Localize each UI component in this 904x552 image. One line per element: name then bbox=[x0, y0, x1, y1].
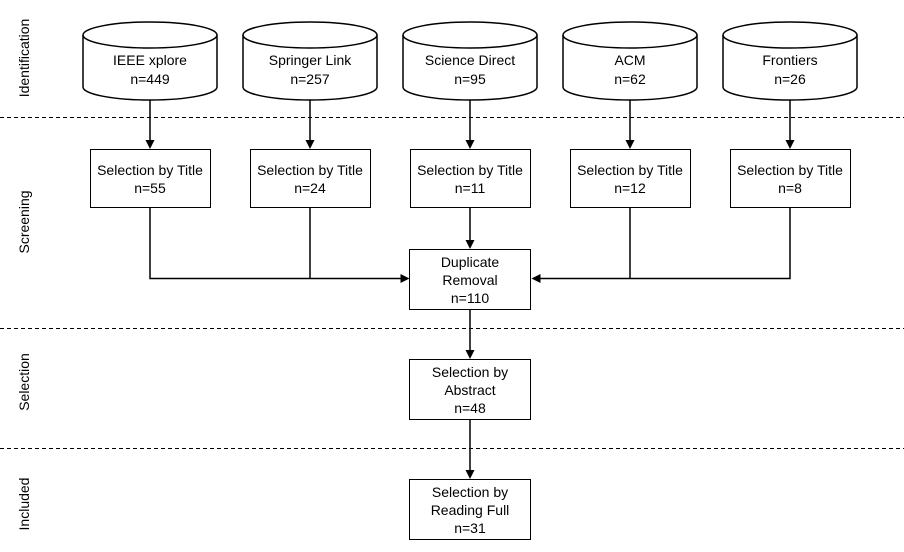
arrowhead-down bbox=[625, 140, 635, 149]
arrowhead-down bbox=[465, 140, 475, 149]
box-label-line2: Reading Full bbox=[430, 501, 510, 518]
flow-arrows bbox=[145, 100, 795, 479]
arrowhead-down bbox=[785, 140, 795, 149]
connector-right-merge bbox=[531, 208, 791, 283]
cylinder-body bbox=[722, 35, 858, 101]
database-count: n=95 bbox=[454, 71, 486, 87]
database-label-frontiers: Frontiers n=26 bbox=[723, 44, 857, 96]
arrowhead-down bbox=[465, 240, 475, 249]
stage-label-selection: Selection bbox=[16, 353, 32, 411]
cylinder-top bbox=[722, 21, 858, 49]
cylinder-top bbox=[242, 21, 378, 49]
arrowhead-down bbox=[305, 140, 315, 149]
cylinder-body bbox=[562, 35, 698, 101]
database-name: Science Direct bbox=[424, 52, 516, 68]
database-count: n=26 bbox=[774, 71, 806, 87]
stage-label-identification: Identification bbox=[16, 18, 32, 98]
arrow-abstract-to-fullreading bbox=[465, 420, 475, 479]
arrow-ieee-to-title bbox=[145, 100, 155, 149]
box-count: n=11 bbox=[454, 179, 486, 196]
box-label: Selection by Title bbox=[417, 161, 523, 178]
arrow-acm-to-title bbox=[625, 100, 635, 149]
arrowhead-left bbox=[531, 274, 541, 283]
stage-label-included: Included bbox=[16, 477, 32, 531]
database-cylinder-acm bbox=[562, 21, 698, 101]
database-label-acm: ACM n=62 bbox=[563, 44, 697, 96]
database-name: Frontiers bbox=[762, 52, 818, 68]
database-cylinder-sciencedirect bbox=[402, 21, 538, 101]
arrowhead-down bbox=[145, 140, 155, 149]
arrow-title-to-duplicate bbox=[465, 208, 475, 249]
stage-label-screening: Screening bbox=[16, 190, 32, 254]
cylinder-top bbox=[562, 21, 698, 49]
cylinder-top bbox=[82, 21, 218, 49]
box-selection-by-title-acm: Selection by Title n=12 bbox=[569, 149, 691, 208]
box-selection-by-title-ieee: Selection by Title n=55 bbox=[89, 149, 211, 208]
database-name: IEEE xplore bbox=[113, 52, 187, 68]
box-count: n=24 bbox=[294, 179, 326, 196]
box-duplicate-removal: Duplicate Removal n=110 bbox=[409, 249, 531, 310]
database-cylinders bbox=[82, 21, 858, 101]
box-label: Selection by Title bbox=[97, 161, 203, 178]
database-cylinder-springer bbox=[242, 21, 378, 101]
database-label-sciencedirect: Science Direct n=95 bbox=[403, 44, 537, 96]
arrow-sciencedirect-to-title bbox=[465, 100, 475, 149]
box-label-line1: Selection by bbox=[431, 483, 509, 500]
database-name: ACM bbox=[614, 52, 646, 68]
arrow-frontiers-to-title bbox=[785, 100, 795, 149]
database-cylinder-ieee bbox=[82, 21, 218, 101]
box-count: n=8 bbox=[778, 179, 802, 196]
box-selection-by-abstract: Selection by Abstract n=48 bbox=[409, 359, 531, 420]
cylinder-body bbox=[242, 35, 378, 101]
database-name: Springer Link bbox=[268, 52, 352, 68]
arrow-duplicate-to-abstract bbox=[465, 310, 475, 359]
box-selection-by-title-springer: Selection by Title n=24 bbox=[249, 149, 371, 208]
connector-left-merge bbox=[149, 208, 410, 283]
box-selection-by-title-sciencedirect: Selection by Title n=11 bbox=[409, 149, 531, 208]
database-count: n=257 bbox=[290, 71, 330, 87]
box-label-line1: Selection by bbox=[431, 363, 509, 380]
box-count: n=48 bbox=[454, 399, 486, 416]
arrowhead-down bbox=[465, 470, 475, 479]
database-label-ieee: IEEE xplore n=449 bbox=[83, 44, 217, 96]
box-label-line2: Abstract bbox=[444, 381, 496, 398]
box-count: n=55 bbox=[134, 179, 166, 196]
box-count: n=110 bbox=[450, 289, 490, 306]
box-count: n=31 bbox=[454, 519, 486, 536]
database-cylinder-frontiers bbox=[722, 21, 858, 101]
box-selection-by-reading-full: Selection by Reading Full n=31 bbox=[409, 479, 531, 540]
arrowhead-down bbox=[465, 350, 475, 359]
database-label-springer: Springer Link n=257 bbox=[243, 44, 377, 96]
arrow-springer-to-title bbox=[305, 100, 315, 149]
box-selection-by-title-frontiers: Selection by Title n=8 bbox=[729, 149, 851, 208]
box-count: n=12 bbox=[614, 179, 646, 196]
box-label: Selection by Title bbox=[577, 161, 683, 178]
arrowhead-right bbox=[400, 274, 410, 283]
cylinder-body bbox=[402, 35, 538, 101]
box-label: Selection by Title bbox=[737, 161, 843, 178]
box-label: Selection by Title bbox=[257, 161, 363, 178]
box-label-line2: Removal bbox=[442, 271, 498, 288]
cylinder-top bbox=[402, 21, 538, 49]
database-count: n=449 bbox=[130, 71, 170, 87]
box-label-line1: Duplicate bbox=[440, 253, 500, 270]
cylinder-body bbox=[82, 35, 218, 101]
database-count: n=62 bbox=[614, 71, 646, 87]
